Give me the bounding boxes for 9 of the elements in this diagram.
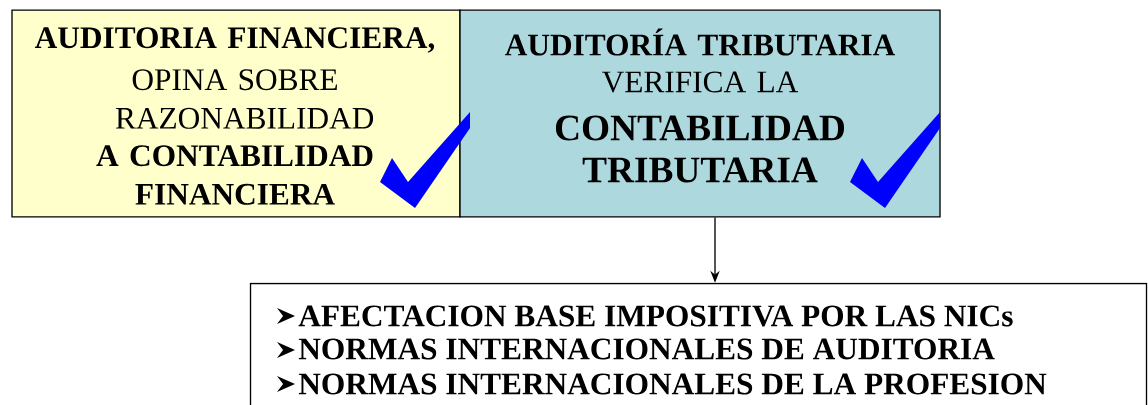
body-text: OPINA SOBRE RAZONABILIDAD — [115, 69, 374, 129]
heading-text: AUDITORIA FINANCIERA, — [34, 27, 435, 53]
list-item: NORMAS INTERNACIONALES DE LA PROFESION — [298, 373, 1047, 395]
list-item: NORMAS INTERNACIONALES DE AUDITORIA — [298, 338, 995, 360]
heading-text: CONTABILIDAD TRIBUTARIA — [555, 115, 845, 183]
list-item: AFECTACION BASE IMPOSITIVA POR LAS NICs — [298, 305, 1013, 327]
heading-text: AUDITORÍA TRIBUTARIA — [505, 28, 896, 56]
body-text: VERIFICA LA — [602, 71, 799, 93]
heading-text: A CONTABILIDAD FINANCIERA — [96, 145, 373, 205]
